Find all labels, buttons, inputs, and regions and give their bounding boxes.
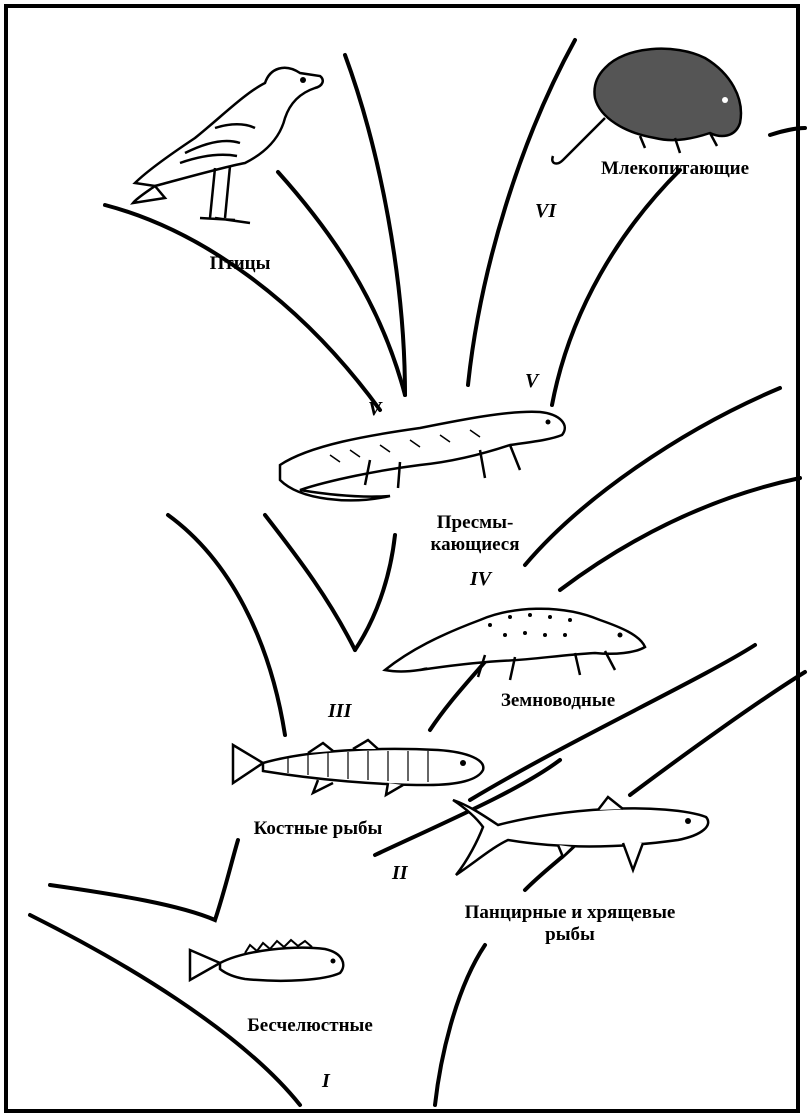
label-mammals: Млекопитающие (590, 158, 760, 180)
label-jawless: Бесчелюстные (235, 1015, 385, 1037)
mammal-illustration (545, 38, 750, 178)
branch-right-trunk (435, 945, 485, 1105)
bird-illustration (125, 58, 330, 233)
era-vi: VI (535, 200, 556, 223)
label-reptiles: Пресмы- кающиеся (420, 512, 530, 556)
era-iv: IV (470, 568, 491, 591)
branch-mammal-stem (552, 170, 680, 405)
label-bony-fish: Костные рыбы (238, 818, 398, 840)
era-v-right: V (525, 370, 538, 393)
amphibian-illustration (380, 595, 650, 685)
label-amphibians: Земноводные (478, 690, 638, 712)
branch-bony-fish-stem (168, 515, 285, 735)
era-iii: III (328, 700, 351, 723)
label-birds: Птицы (195, 253, 285, 275)
branch-cart-3 (630, 672, 805, 795)
branch-bony-fish-left (50, 840, 238, 920)
label-cartilaginous-fish: Панцирные и хрящевые рыбы (440, 902, 700, 946)
branch-mammal-right (770, 128, 805, 135)
shark-illustration (448, 795, 716, 885)
bony-fish-illustration (228, 735, 493, 800)
era-i: I (322, 1070, 330, 1093)
branch-bony-fish-top (265, 515, 355, 650)
reptile-illustration (270, 400, 575, 505)
era-v-left: V (368, 398, 381, 421)
branch-bird-outer (105, 205, 380, 410)
branch-center-1 (345, 55, 405, 395)
era-ii: II (392, 862, 408, 885)
jawless-fish-illustration (185, 935, 350, 995)
